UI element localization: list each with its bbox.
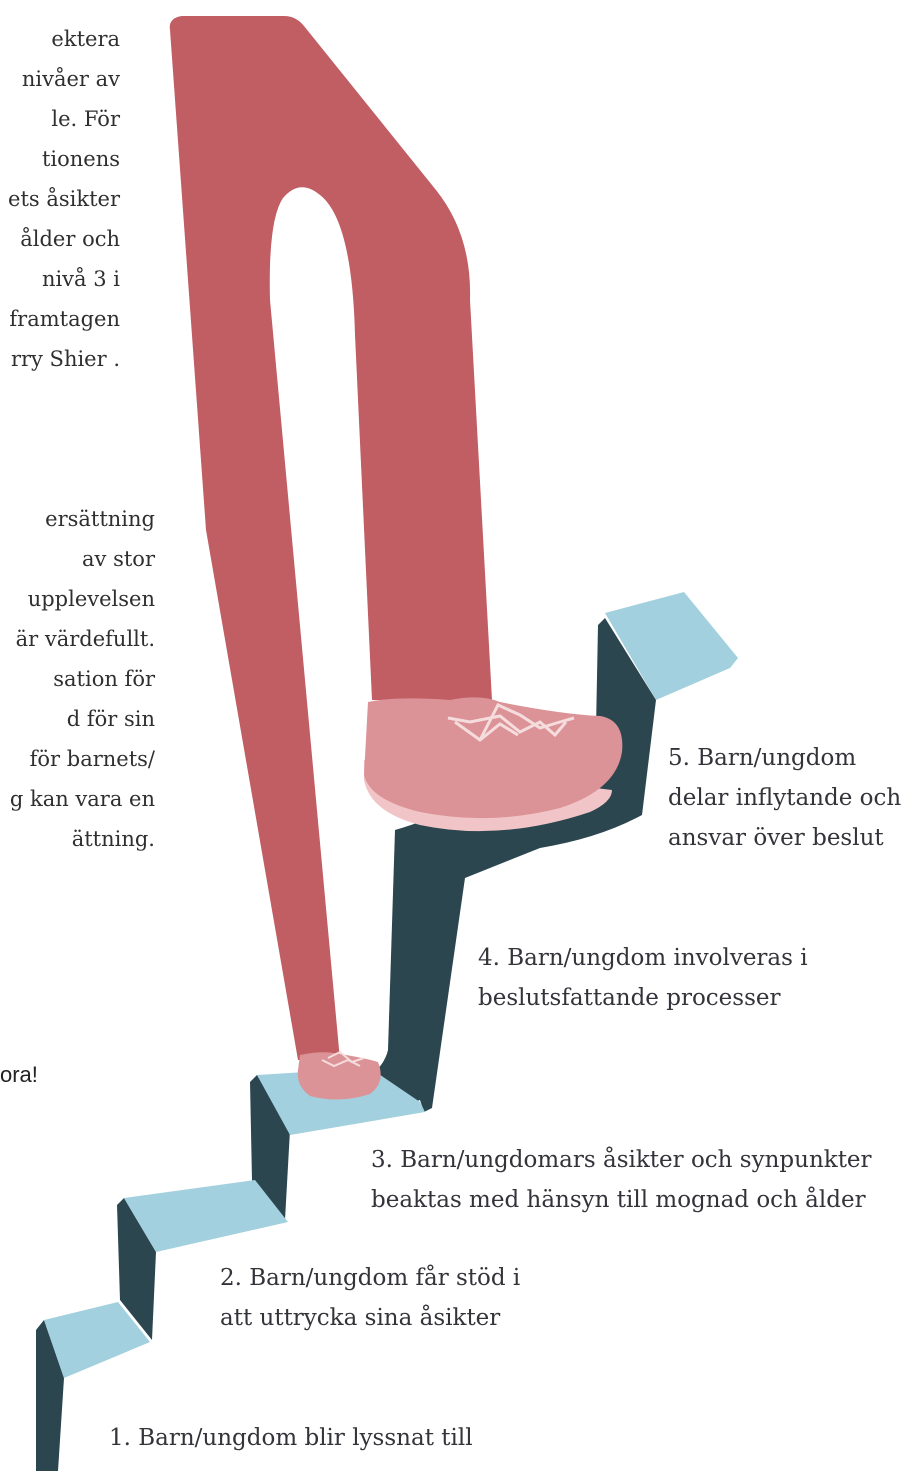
text-line: ansvar över beslut <box>668 818 901 858</box>
upper-shoe <box>364 697 622 831</box>
text-line: att uttrycka sina åsikter <box>220 1298 520 1338</box>
text-line: 1. Barn/ungdom blir lyssnat till <box>109 1418 473 1458</box>
text-line: delar inflytande och <box>668 778 901 818</box>
text-line: 5. Barn/ungdom <box>668 738 901 778</box>
step-label-level-5: 5. Barn/ungdom delar inflytande och ansv… <box>668 738 901 858</box>
step-label-level-3: 3. Barn/ungdomars åsikter och synpunkter… <box>371 1140 872 1220</box>
lower-shoe-body <box>298 1052 381 1099</box>
step-label-level-4: 4. Barn/ungdom involveras i beslutsfatta… <box>478 938 808 1018</box>
step-label-level-1: 1. Barn/ungdom blir lyssnat till <box>109 1418 473 1458</box>
lower-shoe <box>298 1052 381 1100</box>
text-line: beaktas med hänsyn till mognad och ålder <box>371 1180 872 1220</box>
step-label-level-2: 2. Barn/ungdom får stöd i att uttrycka s… <box>220 1258 520 1338</box>
text-line: 2. Barn/ungdom får stöd i <box>220 1258 520 1298</box>
text-line: 4. Barn/ungdom involveras i <box>478 938 808 978</box>
text-line: 3. Barn/ungdomars åsikter och synpunkter <box>371 1140 872 1180</box>
text-line: beslutsfattande processer <box>478 978 808 1018</box>
